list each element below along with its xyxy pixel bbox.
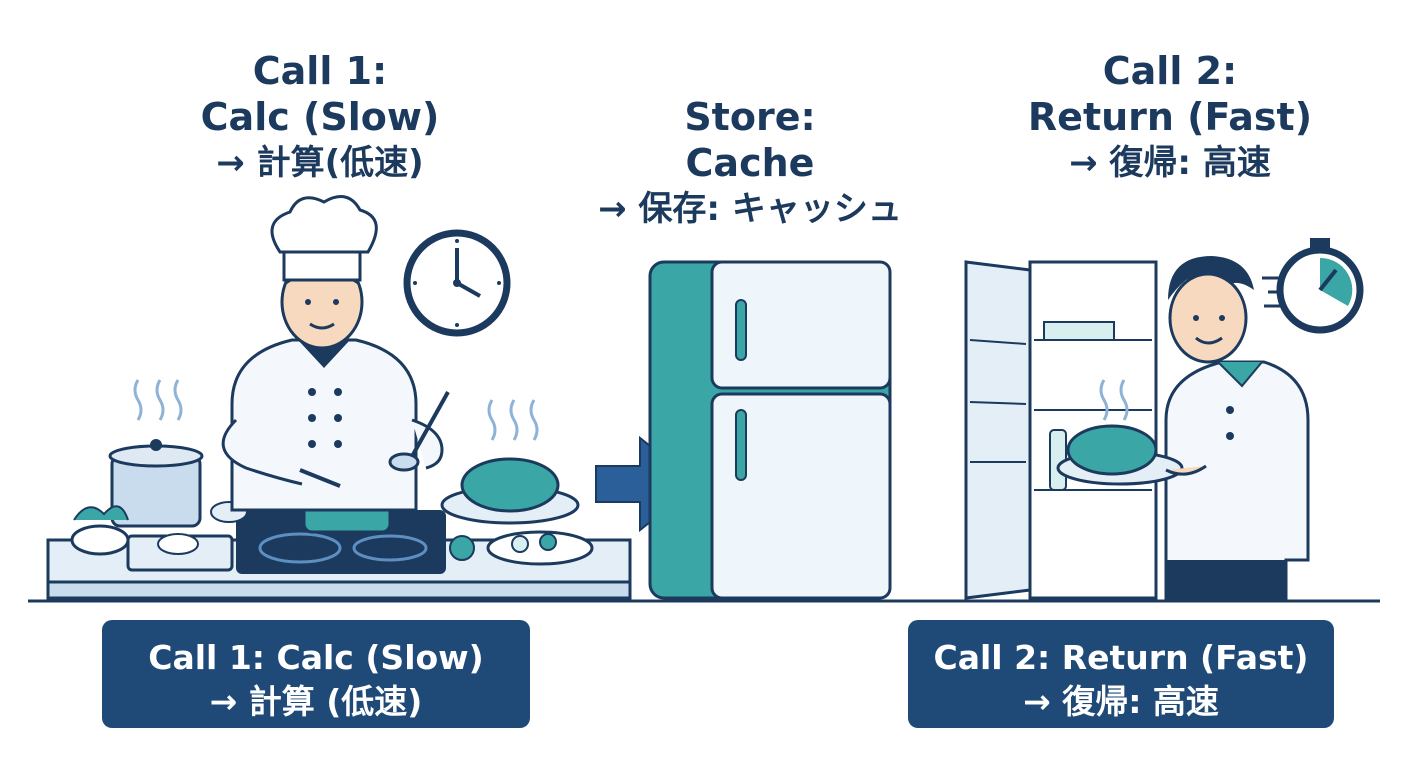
call2-heading: Call 2: Return (Fast) → 復帰: 高速 xyxy=(960,48,1380,186)
stopwatch-icon xyxy=(1262,238,1364,334)
call2-label-line1: Call 2: Return (Fast) xyxy=(933,638,1309,677)
call1-heading-line1: Call 1: xyxy=(252,49,388,93)
roast-chicken-icon xyxy=(440,399,594,566)
call1-label-box: Call 1: Calc (Slow) → 計算 (低速) xyxy=(102,620,530,728)
call1-heading-line3: → 計算(低速) xyxy=(216,143,424,183)
store-heading-line1: Store: xyxy=(684,95,816,139)
pot-icon xyxy=(108,379,204,528)
chef-icon xyxy=(221,195,450,512)
call1-label-line2: → 計算 (低速) xyxy=(209,682,423,721)
fridge-icon xyxy=(648,260,892,600)
call2-label-line2: → 復帰: 高速 xyxy=(1023,682,1219,721)
vegetables xyxy=(70,501,475,572)
call1-heading: Call 1: Calc (Slow) → 計算(低速) xyxy=(110,48,530,186)
call1-heading-line2: Calc (Slow) xyxy=(200,95,440,139)
call2-heading-line2: Return (Fast) xyxy=(1027,95,1313,139)
call2-heading-line3: → 復帰: 高速 xyxy=(1069,143,1271,183)
stove-icon xyxy=(236,510,446,574)
call2-label-box: Call 2: Return (Fast) → 復帰: 高速 xyxy=(908,620,1334,728)
store-heading-line3: → 保存: キャッシュ xyxy=(598,189,902,229)
store-heading: Store: Cache → 保存: キャッシュ xyxy=(540,94,960,232)
call2-heading-line1: Call 2: xyxy=(1102,49,1238,93)
clock-icon xyxy=(403,229,511,337)
chef-serving-icon xyxy=(1056,256,1310,600)
store-heading-line2: Cache xyxy=(685,141,815,185)
call1-label-line1: Call 1: Calc (Slow) xyxy=(148,638,484,677)
